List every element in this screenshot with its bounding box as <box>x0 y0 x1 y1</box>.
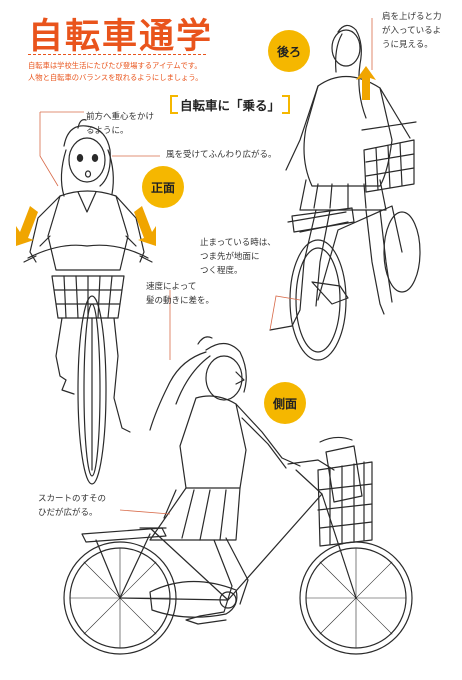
section-heading-text: 自転車に「乗る」 <box>180 98 281 113</box>
page-title: 自転車通学 <box>28 17 214 57</box>
note-front-wind: 風を受けてふんわり広がる。 <box>166 150 277 160</box>
badge-front: 正面 <box>142 166 184 208</box>
leader-front-weight <box>39 112 59 187</box>
title-divider <box>28 54 206 55</box>
note-speed-hair: 速度によって 髪の動きに差を。 <box>146 282 215 306</box>
leader-skirt <box>119 509 171 515</box>
note-stopped: 止まっている時は、 つま先が地面に つく程度。 <box>200 238 276 276</box>
subtitle: 自転車は学校生活にたびたび登場するアイテムです。 人物と自転車のバランスを取れる… <box>28 60 203 83</box>
leader-stopped <box>269 295 301 331</box>
front-view-figure <box>23 119 153 485</box>
side-view-figure <box>63 336 413 655</box>
note-back-shoulder: 肩を上げると力 が入っているよ うに見える。 <box>382 12 442 50</box>
note-skirt: スカートのすその ひだが広がる。 <box>38 494 107 518</box>
leader-lines <box>39 18 373 515</box>
subtitle-line-2: 人物と自転車のバランスを取れるようにしましょう。 <box>28 72 203 82</box>
arrow-down-left-icon <box>16 206 38 246</box>
arrow-down-right-icon <box>134 206 156 246</box>
badge-side: 側面 <box>264 382 306 424</box>
motion-arrows <box>16 66 376 246</box>
back-view-figure <box>269 24 421 361</box>
note-front-weight: 前方へ重心をかけ るように。 <box>86 112 155 136</box>
arrow-up-icon <box>356 66 376 100</box>
section-heading: 自転車に「乗る」 <box>170 95 291 114</box>
bracket-left <box>170 95 178 114</box>
subtitle-line-1: 自転車は学校生活にたびたび登場するアイテムです。 <box>28 61 202 70</box>
bracket-right <box>282 95 291 114</box>
badge-back: 後ろ <box>268 30 310 72</box>
